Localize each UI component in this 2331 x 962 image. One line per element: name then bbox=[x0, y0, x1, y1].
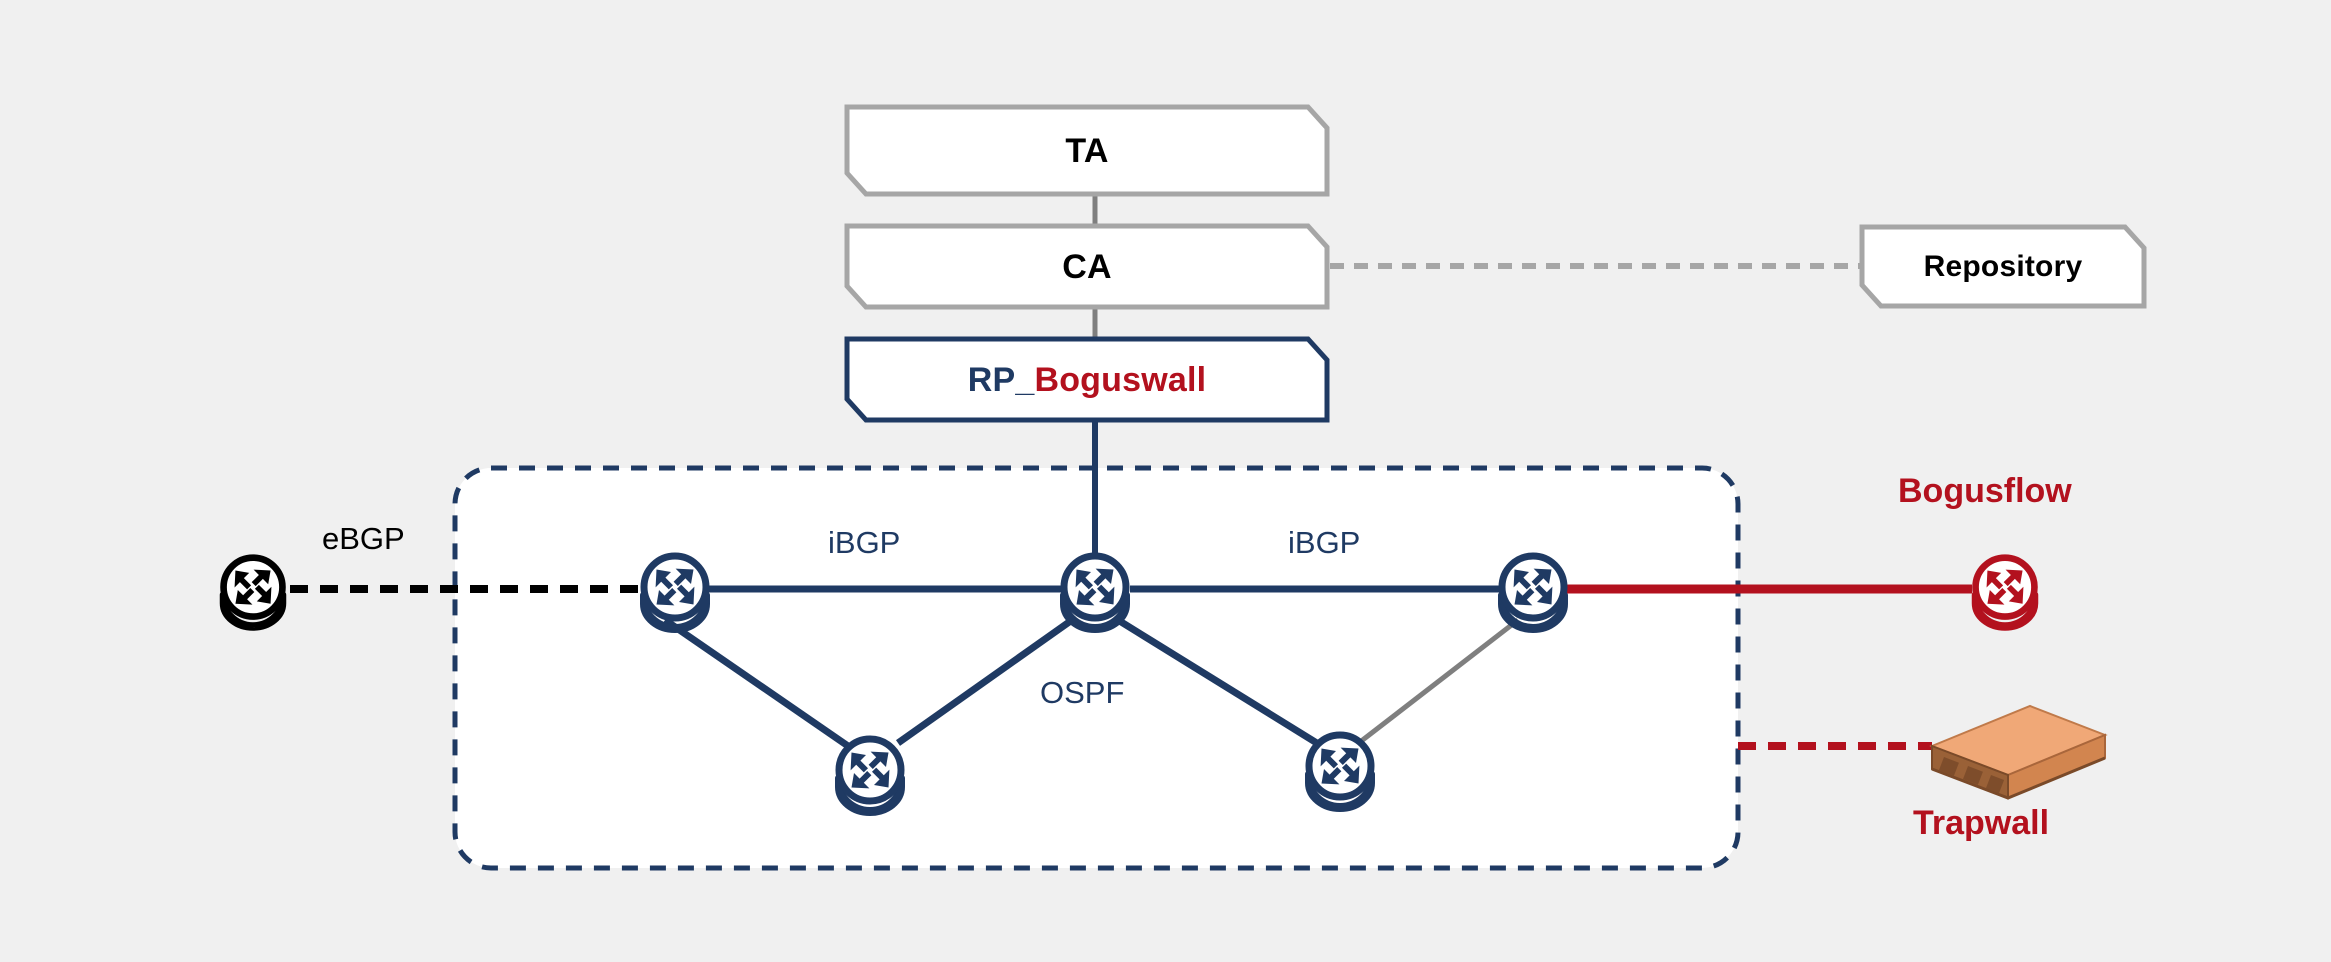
autonomous-system-region bbox=[452, 465, 1741, 871]
link-gray-br-right bbox=[1358, 618, 1520, 744]
ta-box-shape[interactable] bbox=[844, 104, 1330, 197]
rp-suffix: Boguswall bbox=[1034, 360, 1207, 399]
ta-label: TA bbox=[1065, 131, 1109, 170]
ca-box[interactable]: CA bbox=[847, 226, 1327, 308]
ebgp-label: eBGP bbox=[322, 521, 405, 556]
repository-label: Repository bbox=[1923, 249, 2083, 283]
trapwall-firewall-icon[interactable] bbox=[1929, 704, 2108, 800]
rp-boguswall-box[interactable]: RP_Boguswall bbox=[847, 339, 1327, 421]
repository-box-shape[interactable] bbox=[1859, 224, 2147, 309]
trapwall-label: Trapwall bbox=[1913, 804, 2050, 842]
ca-box-shape[interactable] bbox=[844, 223, 1330, 310]
ibgp-left-label: iBGP bbox=[828, 525, 901, 560]
link-ospf-bl-center bbox=[895, 617, 1075, 746]
ca-label: CA bbox=[1062, 247, 1112, 286]
ospf-label: OSPF bbox=[1040, 675, 1125, 710]
link-ospf-left-bl bbox=[663, 617, 850, 749]
ibgp-right-label: iBGP bbox=[1288, 525, 1361, 560]
link-ospf-center-br bbox=[1116, 617, 1322, 748]
bogusflow-label: Bogusflow bbox=[1898, 472, 2072, 510]
rp-box-shape[interactable] bbox=[844, 336, 1330, 423]
ta-box[interactable]: TA bbox=[847, 107, 1327, 195]
repository-box[interactable]: Repository bbox=[1862, 227, 2144, 306]
rp-boguswall-label: RP_Boguswall bbox=[968, 361, 1207, 400]
rp-prefix: RP_ bbox=[967, 360, 1035, 399]
